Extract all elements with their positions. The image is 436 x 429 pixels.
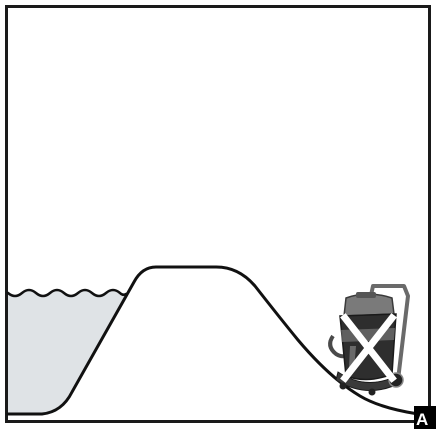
vacuum-wheel-front-right	[369, 389, 376, 396]
corner-label-text: A	[416, 410, 428, 429]
vacuum-wheel-front-left	[340, 383, 347, 390]
corner-label-a: A	[414, 406, 436, 429]
vacuum-lid-cap	[356, 292, 376, 298]
